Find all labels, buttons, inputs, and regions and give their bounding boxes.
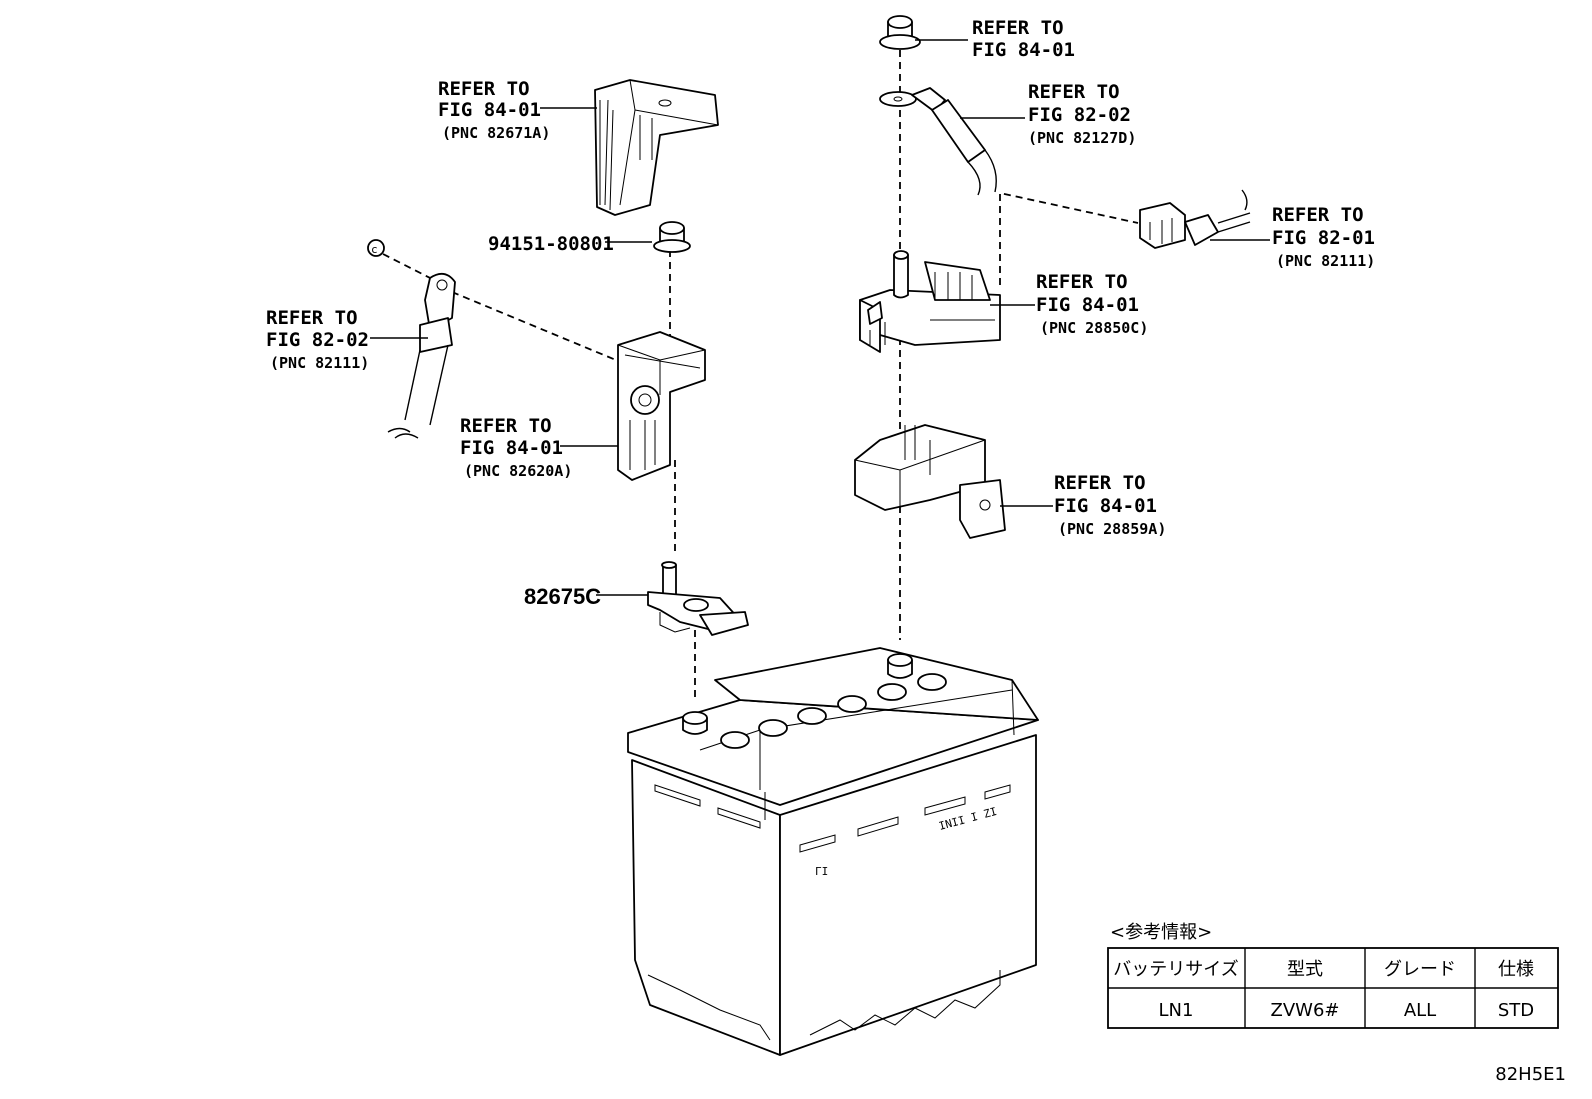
table-header-grade: グレード: [1384, 959, 1456, 980]
svg-text:FIG 84-01: FIG 84-01: [1054, 495, 1157, 517]
svg-text:REFER TO: REFER TO: [1028, 81, 1120, 103]
callout-cover-82620a: REFER TO FIG 84-01 (PNC 82620A): [460, 415, 572, 480]
battery: ΙΝΙΙ Ι ΖΙ ΓΙ: [627, 647, 1039, 1056]
svg-text:REFER TO: REFER TO: [1054, 472, 1146, 494]
svg-text:REFER TO: REFER TO: [460, 415, 552, 437]
callout-cable-82127d: REFER TO FIG 82-02 (PNC 82127D): [1028, 81, 1136, 147]
battery-terminal-positive: [887, 653, 913, 679]
terminal-cover-82671a: [594, 79, 719, 216]
svg-text:REFER TO: REFER TO: [972, 17, 1064, 39]
battery-terminal-negative: [682, 711, 708, 735]
vent-caps: [720, 673, 947, 749]
callout-cable-82111: REFER TO FIG 82-02 (PNC 82111): [266, 307, 369, 372]
table-header-spec: 仕様: [1498, 959, 1534, 980]
svg-text:(PNC 82111): (PNC 82111): [270, 354, 369, 372]
svg-text:REFER TO: REFER TO: [438, 78, 530, 100]
svg-text:FIG 84-01: FIG 84-01: [460, 437, 563, 459]
battery-side-slots: [654, 784, 1011, 853]
svg-text:FIG 82-02: FIG 82-02: [1028, 104, 1131, 126]
table-cell-model: ZVW6#: [1271, 1000, 1340, 1021]
reference-table: <参考情報> バッテリサイズ 型式 グレード 仕様 LN1 ZVW6# ALL …: [1107, 922, 1559, 1029]
callout-fuse-28850c: REFER TO FIG 84-01 (PNC 28850C): [1036, 271, 1148, 337]
table-cell-grade: ALL: [1404, 1000, 1436, 1021]
table-header-model: 型式: [1287, 959, 1323, 980]
svg-text:FIG 84-01: FIG 84-01: [438, 99, 541, 121]
svg-text:(PNC 82671A): (PNC 82671A): [442, 124, 550, 142]
reference-table-title: <参考情報>: [1110, 922, 1212, 943]
assembly-lines: [382, 50, 1139, 700]
svg-text:REFER TO: REFER TO: [1272, 204, 1364, 226]
connector-82111: [1139, 189, 1251, 249]
bracket-28859a: [854, 424, 1006, 539]
svg-text:REFER TO: REFER TO: [266, 307, 358, 329]
svg-text:FIG 82-02: FIG 82-02: [266, 329, 369, 351]
terminal-cover-82620a: [617, 331, 706, 481]
leader-lines: [370, 39, 1270, 596]
part-number-terminal: 82675C: [524, 584, 601, 609]
svg-text:FIG 84-01: FIG 84-01: [1036, 294, 1139, 316]
top-bolt: [879, 15, 921, 50]
svg-text:FIG 84-01: FIG 84-01: [972, 39, 1075, 61]
terminal-82675c: [647, 561, 749, 636]
callout-cover-82671a: REFER TO FIG 84-01 (PNC 82671A): [438, 78, 550, 142]
callout-bolt-top: REFER TO FIG 84-01: [972, 17, 1075, 61]
nut-94151: [653, 221, 691, 253]
svg-text:FIG 82-01: FIG 82-01: [1272, 227, 1375, 249]
callout-connector-82111: REFER TO FIG 82-01 (PNC 82111): [1272, 204, 1375, 270]
negative-cable-82111: c: [367, 239, 456, 439]
svg-text:c: c: [371, 243, 378, 256]
fuse-block-28850c: [859, 250, 1001, 353]
part-number-nut: 94151-80801: [488, 233, 614, 255]
callout-bracket-28859a: REFER TO FIG 84-01 (PNC 28859A): [1054, 472, 1166, 538]
table-cell-battery-size: LN1: [1159, 1000, 1194, 1021]
battery-mark-left: ΓΙ: [815, 865, 828, 878]
svg-text:REFER TO: REFER TO: [1036, 271, 1128, 293]
svg-text:(PNC 82127D): (PNC 82127D): [1028, 129, 1136, 147]
svg-text:(PNC 28859A): (PNC 28859A): [1058, 520, 1166, 538]
positive-cable-82127d: [879, 87, 997, 196]
svg-text:(PNC 82620A): (PNC 82620A): [464, 462, 572, 480]
diagram-code: 82H5E1: [1495, 1064, 1566, 1085]
table-header-battery-size: バッテリサイズ: [1113, 959, 1238, 980]
svg-text:(PNC 28850C): (PNC 28850C): [1040, 319, 1148, 337]
table-cell-spec: STD: [1498, 1000, 1534, 1021]
svg-text:(PNC 82111): (PNC 82111): [1276, 252, 1375, 270]
